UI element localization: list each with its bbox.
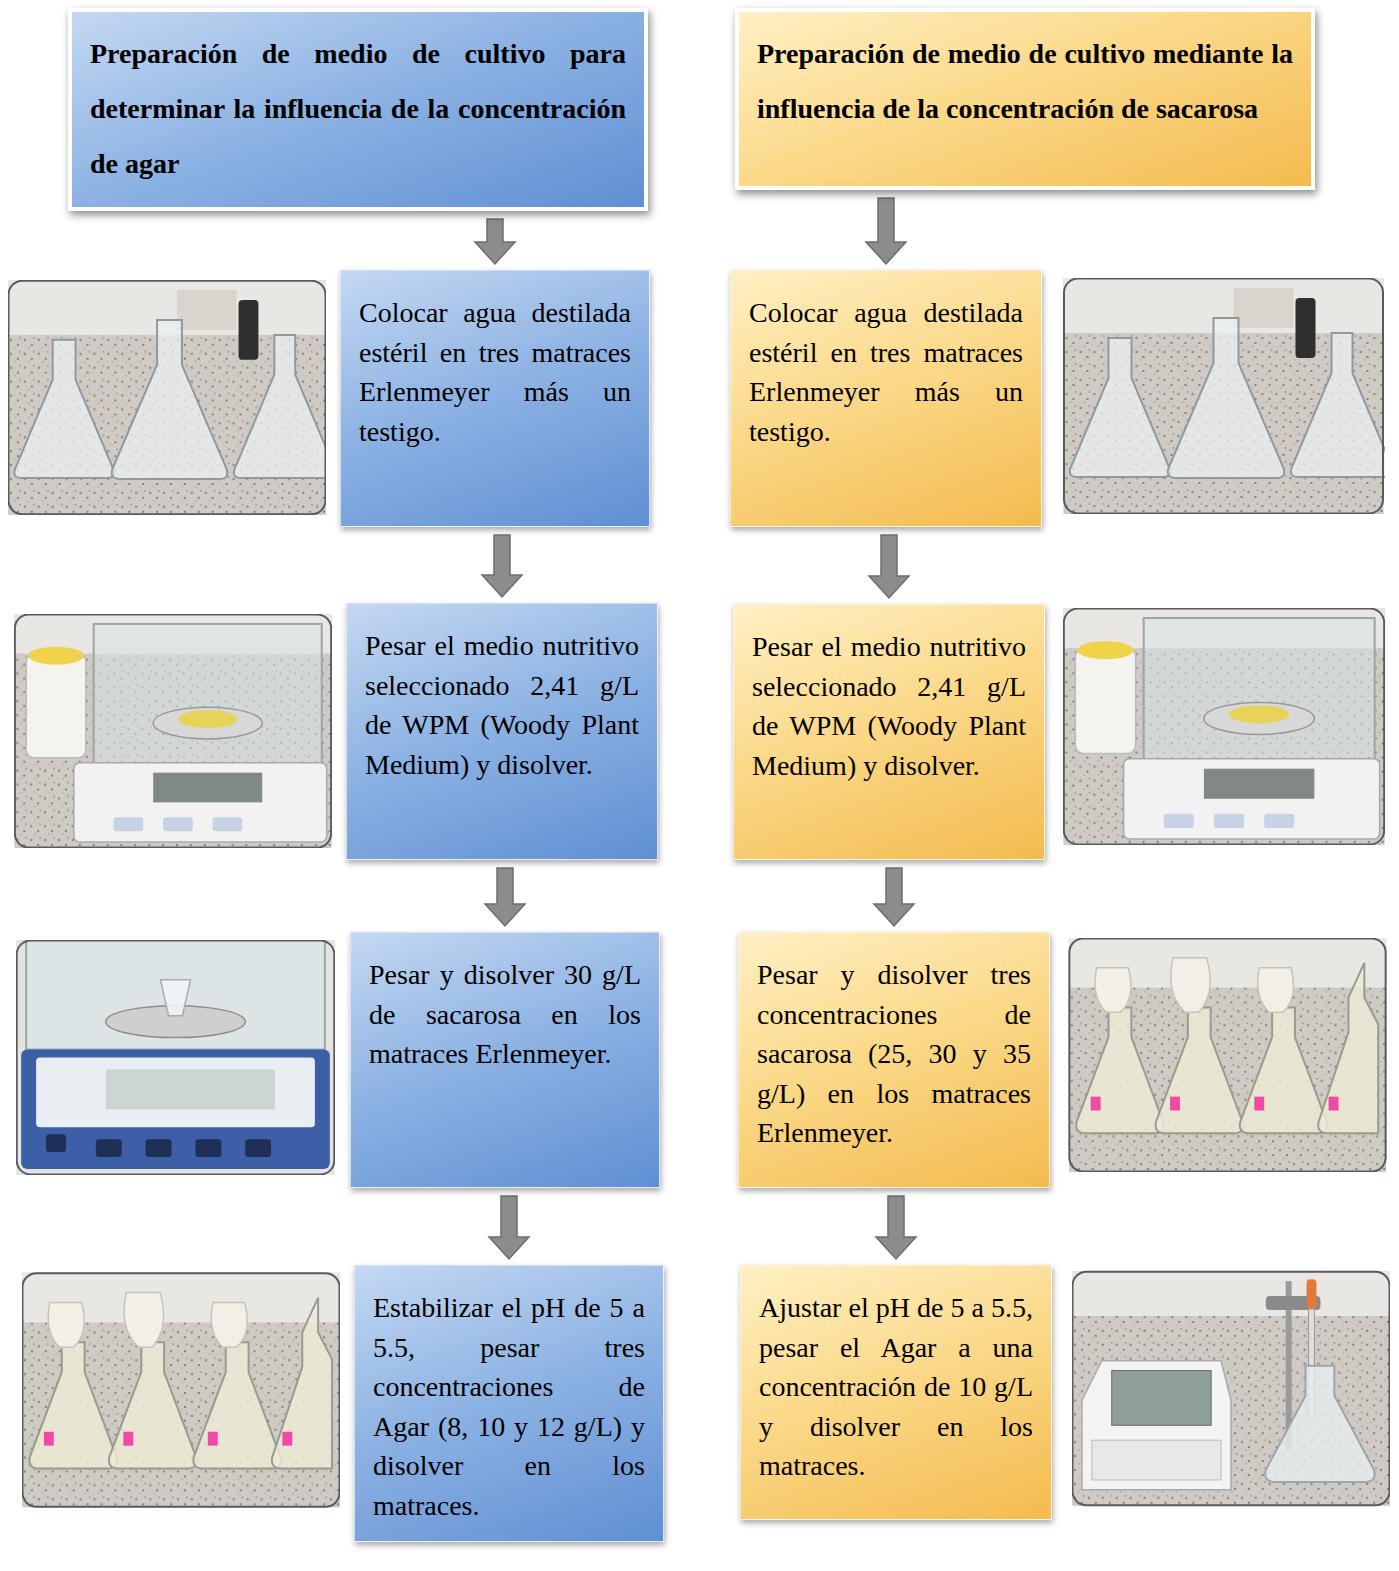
flow-arrow	[869, 535, 909, 598]
photo-flasks	[8, 280, 336, 515]
process-box: Ajustar el pH de 5 a 5.5, pesar el Agar …	[740, 1265, 1052, 1520]
photo-balance	[14, 614, 331, 848]
flow-arrow	[876, 1196, 916, 1259]
process-box: Pesar el medio nutritivo seleccionado 2,…	[346, 603, 658, 860]
photo-ph-meter	[1072, 1271, 1390, 1506]
photo-flasks	[22, 1273, 340, 1508]
box-text: Preparación de medio de cultivo mediante…	[757, 26, 1293, 136]
process-box: Estabilizar el pH de 5 a 5.5, pesar tres…	[354, 1265, 664, 1542]
header-box: Preparación de medio de cultivo para det…	[68, 8, 648, 211]
box-text: Ajustar el pH de 5 a 5.5, pesar el Agar …	[759, 1288, 1033, 1486]
box-text: Preparación de medio de cultivo para det…	[90, 26, 626, 191]
box-text: Pesar y disolver tres concentraciones de…	[757, 955, 1031, 1153]
box-text: Colocar agua destilada estéril en tres m…	[749, 293, 1023, 451]
flow-arrow	[874, 868, 914, 926]
process-box: Pesar y disolver 30 g/L de sacarosa en l…	[350, 932, 660, 1188]
header-box: Preparación de medio de cultivo mediante…	[735, 8, 1315, 190]
flow-arrow	[482, 535, 522, 597]
box-text: Pesar el medio nutritivo seleccionado 2,…	[365, 626, 639, 784]
box-text: Pesar y disolver 30 g/L de sacarosa en l…	[369, 955, 641, 1074]
flow-arrow	[485, 868, 525, 926]
process-box: Pesar y disolver tres concentraciones de…	[738, 932, 1050, 1188]
flow-arrow	[489, 1196, 529, 1259]
process-box: Colocar agua destilada estéril en tres m…	[340, 270, 650, 527]
photo-flasks	[1069, 938, 1386, 1172]
flow-arrow	[475, 219, 515, 264]
photo-balance	[16, 940, 335, 1175]
box-text: Pesar el medio nutritivo seleccionado 2,…	[752, 627, 1026, 785]
box-text: Estabilizar el pH de 5 a 5.5, pesar tres…	[373, 1288, 645, 1525]
process-box: Pesar el medio nutritivo seleccionado 2,…	[733, 604, 1045, 860]
photo-balance	[1063, 608, 1384, 845]
box-text: Colocar agua destilada estéril en tres m…	[359, 293, 631, 451]
photo-flasks	[1064, 278, 1394, 514]
process-box: Colocar agua destilada estéril en tres m…	[730, 270, 1042, 527]
flow-arrow	[866, 198, 906, 264]
